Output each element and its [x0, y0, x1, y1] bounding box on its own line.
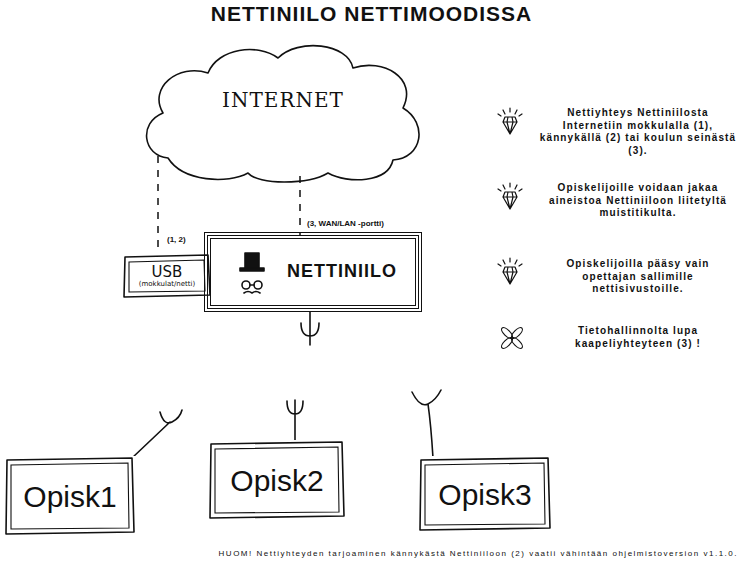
antenna [412, 390, 441, 458]
antenna [132, 410, 182, 458]
edge-label: (3, WAN/LAN -portti) [306, 219, 385, 229]
feature-note: Opiskelijoille voidaan jakaa aineistoa N… [538, 182, 738, 220]
outline [210, 442, 344, 518]
node-label: INTERNET [222, 89, 344, 111]
student-device: Opisk3 [418, 456, 552, 532]
antenna [301, 312, 319, 345]
node-label: Opisk1 [23, 480, 116, 513]
footnote: HUOM! Nettiyhteyden tarjoaminen kännykäs… [219, 549, 738, 559]
student-device: Opisk2 [208, 440, 346, 520]
outline-inner [129, 260, 205, 292]
node-label: Opisk2 [230, 464, 323, 497]
dashed-connector [299, 176, 301, 235]
antenna [287, 400, 303, 440]
outline-inner [425, 463, 545, 525]
node-label: USB [152, 264, 183, 281]
outline [6, 458, 134, 534]
node-sublabel: (mokkulat/netti) [139, 280, 195, 288]
node-label: NETTINIILO [287, 262, 397, 282]
niilo-icon [240, 253, 264, 293]
outline [420, 458, 550, 530]
internet-cloud: INTERNET [138, 38, 428, 186]
flower-icon [500, 326, 524, 350]
outline-inner [11, 463, 129, 529]
outline [124, 255, 210, 297]
gem-icon [498, 108, 522, 134]
outline-inner [215, 447, 339, 513]
feature-note: Opiskelijoilla pääsy vain opettajan sall… [538, 258, 738, 296]
diagram-title: NETTINIILO NETTIMOODISSA [0, 2, 743, 26]
outline [147, 46, 419, 182]
device-box: NETTINIILO [207, 235, 419, 309]
gem-icon [498, 258, 522, 284]
node-label: Opisk3 [438, 478, 531, 511]
feature-note: Nettiyhteys Nettiniilosta Internetiin mo… [538, 107, 738, 157]
gem-icon [498, 183, 522, 209]
edge-label: (1, 2) [166, 235, 187, 245]
feature-note: Tietohallinnolta lupa kaapeliyhteyteen (… [538, 325, 738, 350]
student-device: Opisk1 [4, 456, 136, 536]
dashed-connector [157, 156, 159, 253]
cloud-outline [138, 38, 428, 186]
usb-box: USB(mokkulat/netti) [122, 253, 212, 299]
